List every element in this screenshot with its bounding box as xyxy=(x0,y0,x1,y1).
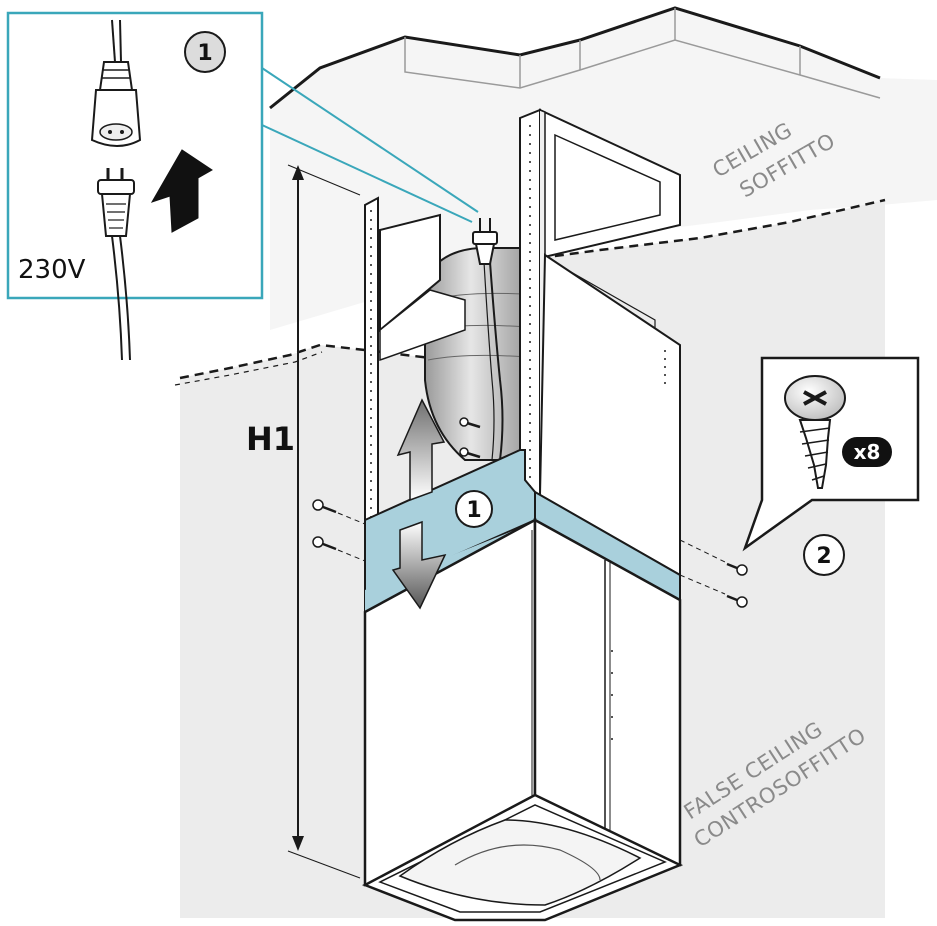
power-plug-icon xyxy=(472,218,498,265)
step-2-badge: 2 xyxy=(803,534,845,576)
arrow-up-icon xyxy=(150,149,213,233)
screw-icon xyxy=(679,539,748,608)
screw-quantity: x8 xyxy=(854,440,881,464)
step-1-number: 1 xyxy=(466,498,481,523)
screw-icon xyxy=(459,417,481,459)
power-inset-callout: 1 230V xyxy=(6,11,479,361)
arrow-down-icon xyxy=(391,520,447,610)
lower-chimney xyxy=(361,517,684,922)
inset-step-1-number: 1 xyxy=(197,41,212,66)
screw-icon xyxy=(784,375,846,489)
arrow-up-icon xyxy=(396,398,446,502)
step-2-number: 2 xyxy=(816,544,831,569)
screw-icon xyxy=(312,499,366,562)
socket-icon xyxy=(90,61,142,147)
height-dimension xyxy=(287,164,361,879)
step-1-badge: 1 xyxy=(455,490,493,528)
voltage-label: 230V xyxy=(18,255,86,285)
power-plug-icon xyxy=(97,168,135,361)
screw-callout: x8 xyxy=(742,356,920,552)
right-upper-column xyxy=(519,108,681,577)
height-label: H1 xyxy=(246,420,295,458)
